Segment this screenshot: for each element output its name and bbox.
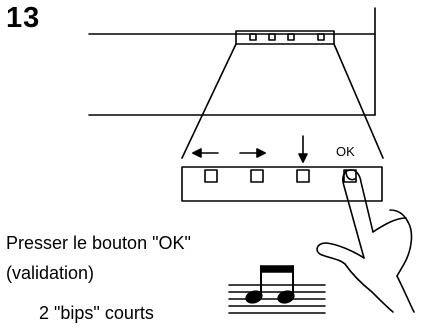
step-number: 13	[6, 2, 41, 34]
instruction-line-1: Presser le bouton "OK"	[6, 233, 191, 253]
device-button	[317, 33, 325, 41]
arrow-left-icon	[192, 148, 219, 158]
device-button	[287, 33, 295, 41]
arrow-right-icon	[239, 148, 266, 158]
device-button	[268, 33, 276, 41]
ok-button-label: OK	[336, 144, 355, 159]
pointing-hand-icon	[316, 169, 415, 313]
zoom-lines	[181, 43, 384, 159]
music-notes-icon	[228, 265, 326, 314]
device-button	[249, 33, 257, 41]
device-button-strip	[235, 30, 335, 45]
left-button[interactable]	[204, 169, 218, 183]
right-button[interactable]	[250, 169, 264, 183]
down-button[interactable]	[296, 169, 310, 183]
beep-description: 2 "bips" courts	[39, 303, 154, 323]
device-panel	[88, 7, 376, 116]
instruction-line-2: (validation)	[6, 263, 95, 283]
arrow-down-icon	[298, 135, 308, 163]
magnified-button-panel	[181, 166, 383, 202]
